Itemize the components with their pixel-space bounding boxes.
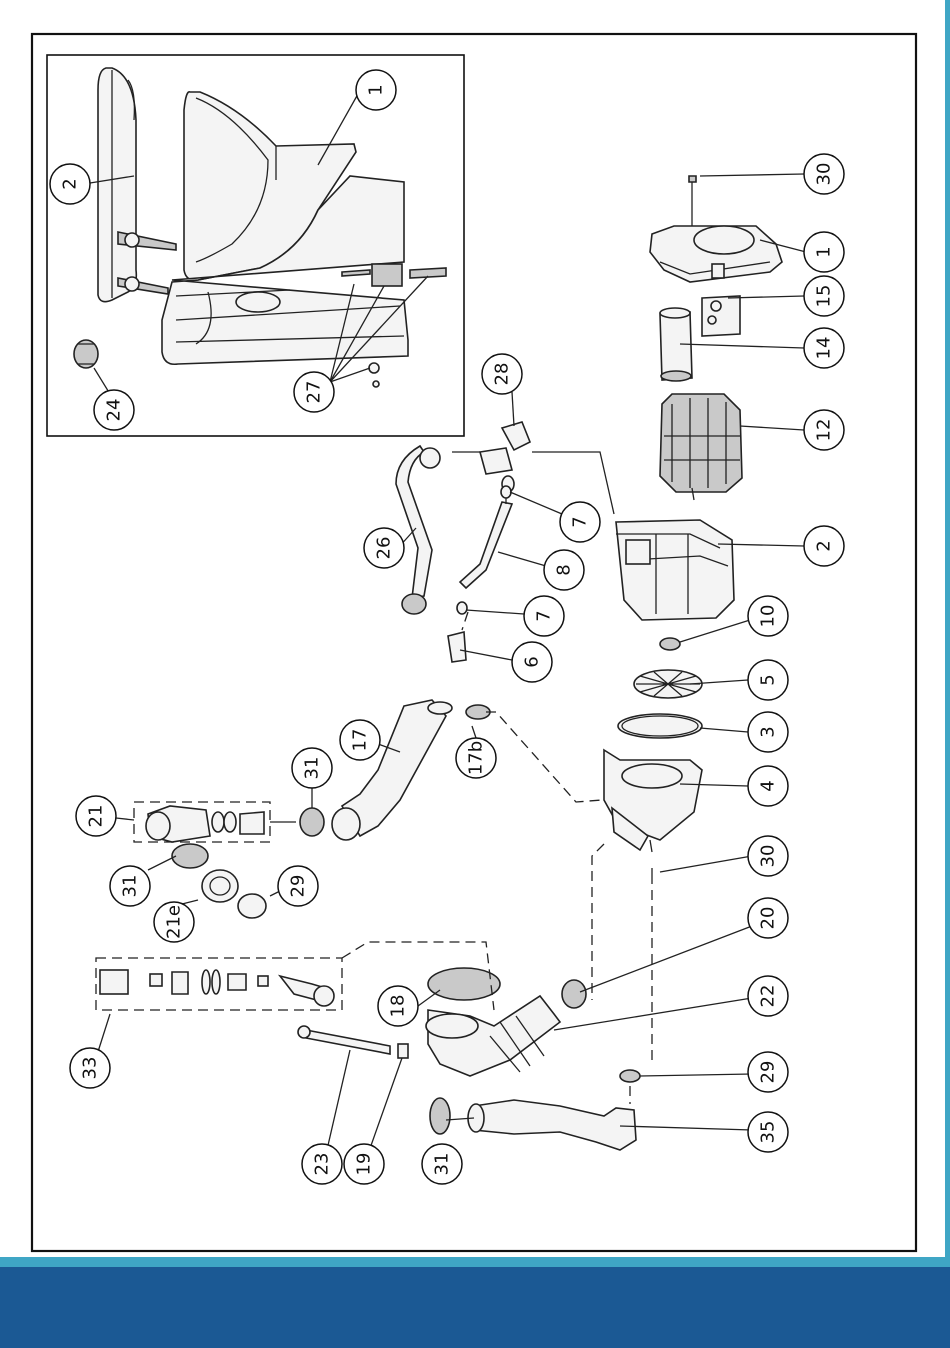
callout-15: 15 (804, 276, 844, 316)
callout-19: 19 (344, 1144, 384, 1184)
svg-text:35: 35 (758, 1121, 779, 1144)
callout-1: 1 (804, 232, 844, 272)
callout-7-bottom: 7 (524, 596, 564, 636)
callout-8: 8 (544, 550, 584, 590)
svg-text:29: 29 (288, 875, 309, 898)
svg-text:2: 2 (814, 540, 835, 551)
svg-text:21: 21 (86, 805, 107, 828)
callout-inset-27: 27 (294, 372, 334, 412)
svg-text:8: 8 (554, 564, 575, 575)
svg-text:17b: 17b (466, 741, 487, 775)
callout-23: 23 (302, 1144, 342, 1184)
svg-text:23: 23 (312, 1153, 333, 1176)
svg-text:29: 29 (758, 1061, 779, 1084)
inset-illustration (74, 68, 446, 394)
callout-20: 20 (748, 898, 788, 938)
callout-17b: 17b (456, 738, 496, 778)
footer-main-bar (0, 1267, 950, 1348)
svg-text:31: 31 (120, 875, 141, 898)
callout-30-top: 30 (804, 154, 844, 194)
svg-text:21e: 21e (164, 905, 185, 939)
svg-text:33: 33 (80, 1057, 101, 1080)
callout-21: 21 (76, 796, 116, 836)
svg-text:31: 31 (432, 1153, 453, 1176)
callout-10: 10 (748, 596, 788, 636)
callout-26: 26 (364, 528, 404, 568)
svg-text:4: 4 (758, 780, 779, 791)
svg-text:3: 3 (758, 726, 779, 737)
callout-2: 2 (804, 526, 844, 566)
callout-31-mid: 31 (110, 866, 150, 906)
callout-29-left: 29 (278, 866, 318, 906)
footer-band (0, 1257, 950, 1348)
svg-text:24: 24 (104, 399, 125, 422)
svg-text:31: 31 (302, 757, 323, 780)
callout-7-top: 7 (560, 502, 600, 542)
svg-text:30: 30 (814, 163, 835, 186)
svg-text:2: 2 (60, 178, 81, 189)
svg-text:1: 1 (814, 246, 835, 257)
svg-text:1: 1 (366, 84, 387, 95)
callout-6: 6 (512, 642, 552, 682)
callout-29-right: 29 (748, 1052, 788, 1092)
svg-text:20: 20 (758, 907, 779, 930)
callout-17: 17 (340, 720, 380, 760)
svg-text:27: 27 (304, 381, 325, 404)
callout-31-bottom: 31 (422, 1144, 462, 1184)
svg-text:26: 26 (374, 537, 395, 560)
svg-text:14: 14 (814, 337, 835, 360)
svg-text:19: 19 (354, 1153, 375, 1176)
footer-accent-stripe (0, 1257, 950, 1267)
svg-text:7: 7 (534, 610, 555, 621)
callout-22: 22 (748, 976, 788, 1016)
svg-text:7: 7 (570, 516, 591, 527)
callout-33: 33 (70, 1048, 110, 1088)
svg-text:30: 30 (758, 845, 779, 868)
callout-inset-24: 24 (94, 390, 134, 430)
callout-4: 4 (748, 766, 788, 806)
svg-text:18: 18 (388, 995, 409, 1018)
callout-31-top: 31 (292, 748, 332, 788)
svg-text:22: 22 (758, 985, 779, 1008)
callout-14: 14 (804, 328, 844, 368)
callout-12: 12 (804, 410, 844, 450)
svg-text:28: 28 (492, 363, 513, 386)
callout-35: 35 (748, 1112, 788, 1152)
svg-text:10: 10 (758, 605, 779, 628)
callout-inset-1: 1 (356, 70, 396, 110)
svg-text:12: 12 (814, 419, 835, 442)
svg-text:6: 6 (522, 656, 543, 667)
callout-21e: 21e (154, 902, 194, 942)
callout-28: 28 (482, 354, 522, 394)
callout-5: 5 (748, 660, 788, 700)
callout-30-mid: 30 (748, 836, 788, 876)
callout-18: 18 (378, 986, 418, 1026)
svg-text:17: 17 (350, 729, 371, 752)
svg-text:15: 15 (814, 285, 835, 308)
right-edge-stripe (945, 0, 950, 1257)
callout-inset-2: 2 (50, 164, 90, 204)
svg-text:5: 5 (758, 674, 779, 685)
callout-3: 3 (748, 712, 788, 752)
